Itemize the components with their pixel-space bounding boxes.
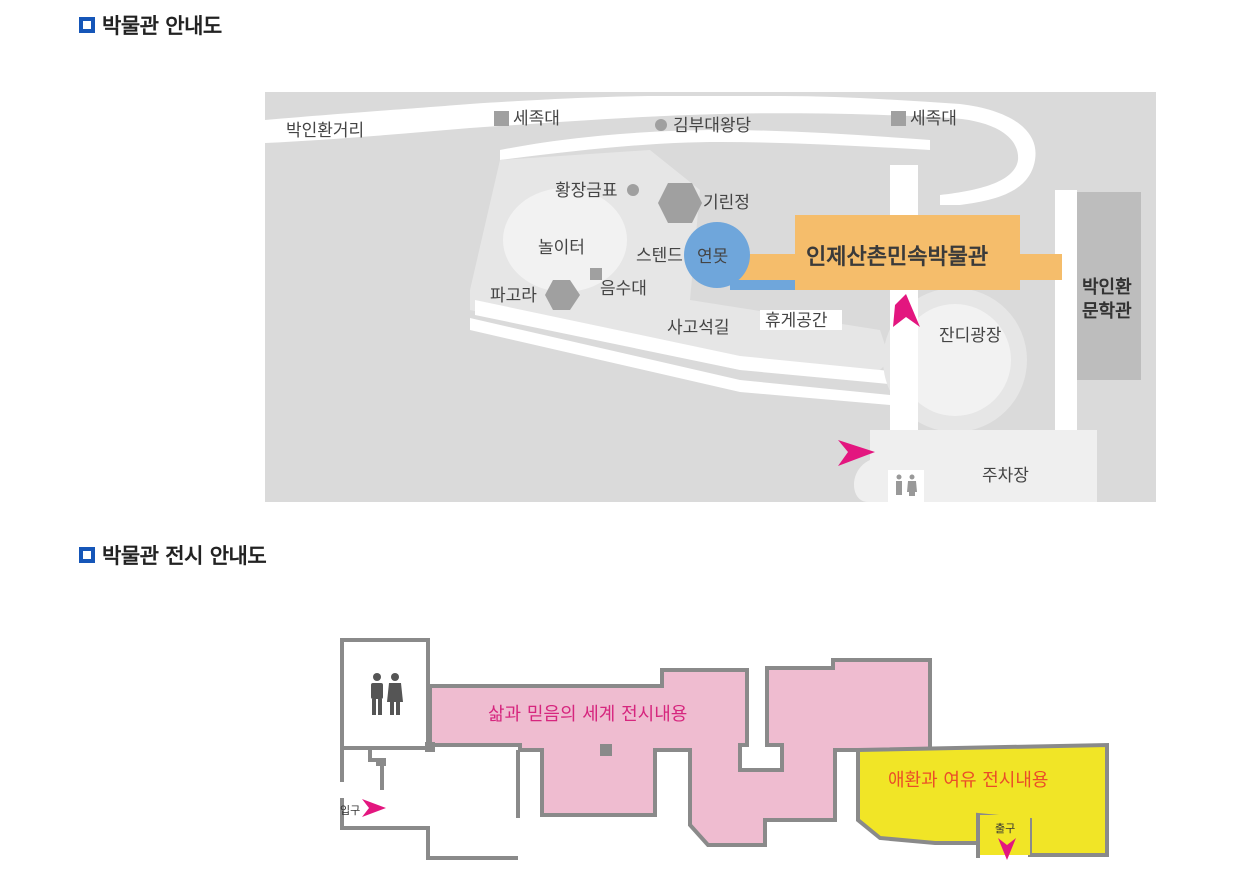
label-sagoseokgil: 사고석길 [667, 318, 730, 338]
label-pagora: 파고라 [490, 286, 537, 306]
gimbu-marker-icon [655, 119, 667, 131]
restroom-icon [896, 474, 917, 496]
path-line [475, 300, 900, 385]
parking-lot [930, 445, 1097, 502]
eumsudae-marker-icon [590, 268, 602, 280]
museum-entry-arrow-icon [893, 294, 920, 327]
road-band [265, 96, 1036, 205]
label-rest-area: 휴게공간 [765, 311, 828, 331]
square-bullet-icon [79, 17, 95, 33]
pond-channel [730, 280, 795, 290]
sejongdae-right-marker-icon [891, 111, 906, 126]
exhibit-map-title: 박물관 전시 안내도 [79, 540, 267, 570]
girinjeong-pavilion-icon [658, 183, 702, 223]
museum-wing [730, 254, 1062, 280]
label-lawn-plaza: 잔디광장 [939, 326, 1002, 346]
label-hwangjang: 황장금표 [555, 181, 618, 201]
playground-area [503, 188, 627, 292]
label-eumsudae: 음수대 [600, 279, 647, 299]
restroom-box [888, 470, 924, 502]
path-line [470, 318, 890, 405]
square-bullet-icon [79, 547, 95, 563]
label-sejongdae-right: 세족대 [910, 109, 957, 129]
label-parking: 주차장 [982, 466, 1029, 486]
road-band [500, 130, 930, 160]
label-gimbu: 김부대왕당 [673, 116, 752, 136]
rest-area-box [760, 310, 842, 330]
exhibit-map-title-text: 박물관 전시 안내도 [102, 544, 267, 568]
label-girinjeong: 기린정 [703, 193, 750, 213]
lawn-plaza-inner [899, 304, 1011, 416]
label-playground: 놀이터 [538, 238, 585, 258]
label-literature-hall-line2: 문학관 [1082, 300, 1132, 322]
label-sejongdae-left: 세족대 [513, 109, 560, 129]
literature-hall [1077, 192, 1141, 380]
museum-map-title-text: 박물관 안내도 [102, 14, 222, 38]
label-stand: 스텐드 [636, 246, 683, 266]
label-museum: 인제산촌민속박물관 [806, 245, 988, 270]
sejongdae-left-marker-icon [494, 111, 509, 126]
hwangjang-marker-icon [627, 184, 639, 196]
label-street: 박인환거리 [286, 121, 364, 141]
side-path [1055, 190, 1077, 435]
site-entry-arrow-icon [838, 440, 875, 466]
pond [684, 222, 750, 288]
label-literature-hall-line1: 박인환 [1082, 276, 1132, 298]
label-pond: 연못 [697, 247, 728, 267]
museum-map-title: 박물관 안내도 [79, 10, 222, 40]
pagora-icon [545, 280, 580, 310]
